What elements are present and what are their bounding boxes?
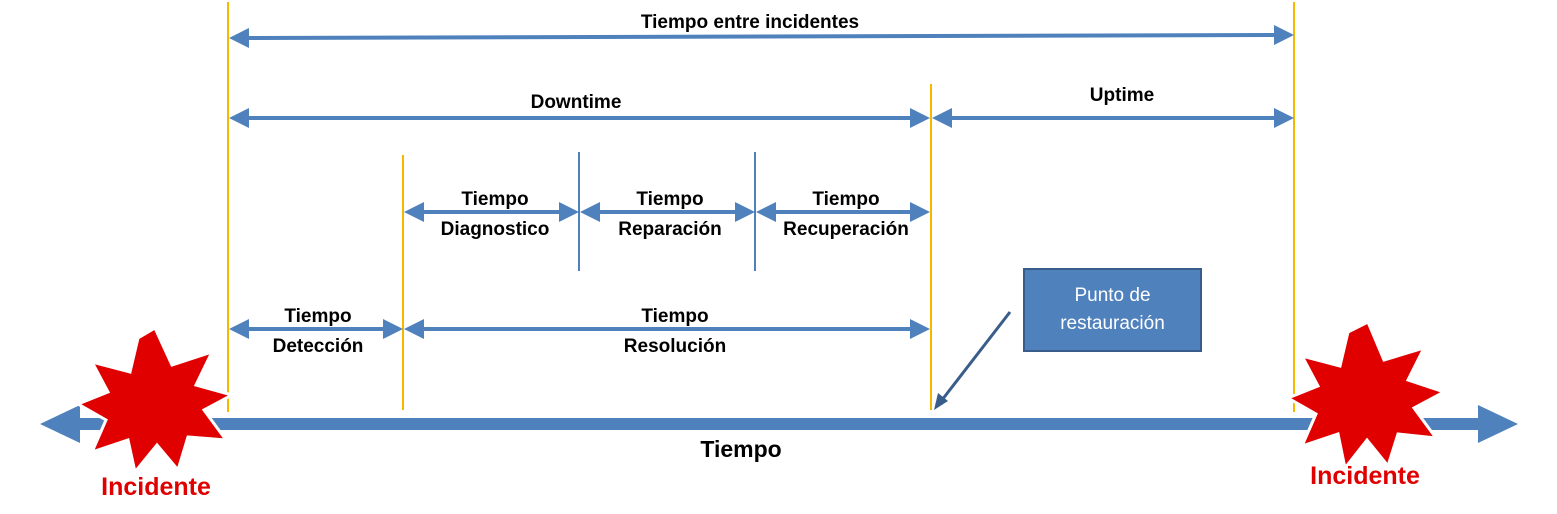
label-incident-right: Incidente xyxy=(1310,462,1420,490)
label-downtime: Downtime xyxy=(530,92,622,113)
label-diagnosis-line2: Diagnostico xyxy=(440,219,550,240)
label-incident-left: Incidente xyxy=(101,473,211,501)
label-recovery-line2: Recuperación xyxy=(783,219,909,240)
incident-burst-icon-left xyxy=(74,325,237,476)
label-repair-line1: Tiempo xyxy=(636,189,704,210)
label-resolution-line2: Resolución xyxy=(623,336,727,357)
restore-pointer-arrow xyxy=(934,311,1012,410)
label-diagnosis-line1: Tiempo xyxy=(461,189,529,210)
label-detection-line2: Detección xyxy=(272,336,364,357)
label-uptime: Uptime xyxy=(1089,85,1155,106)
label-recovery-line1: Tiempo xyxy=(812,189,880,210)
label-repair-line2: Reparación xyxy=(618,219,722,240)
label-detection-line1: Tiempo xyxy=(284,306,352,327)
time-axis-arrow xyxy=(40,405,1518,443)
label-time-between-incidents: Tiempo entre incidentes xyxy=(640,12,860,33)
callout-line2: restauración xyxy=(1060,313,1165,334)
incident-burst-icon-right xyxy=(1284,319,1448,472)
restore-point-callout: Punto de restauración xyxy=(1023,268,1202,352)
label-resolution-line1: Tiempo xyxy=(641,306,709,327)
callout-line1: Punto de xyxy=(1074,285,1151,306)
arrow-time-between-incidents xyxy=(229,25,1294,48)
label-time-axis: Tiempo xyxy=(700,436,782,462)
